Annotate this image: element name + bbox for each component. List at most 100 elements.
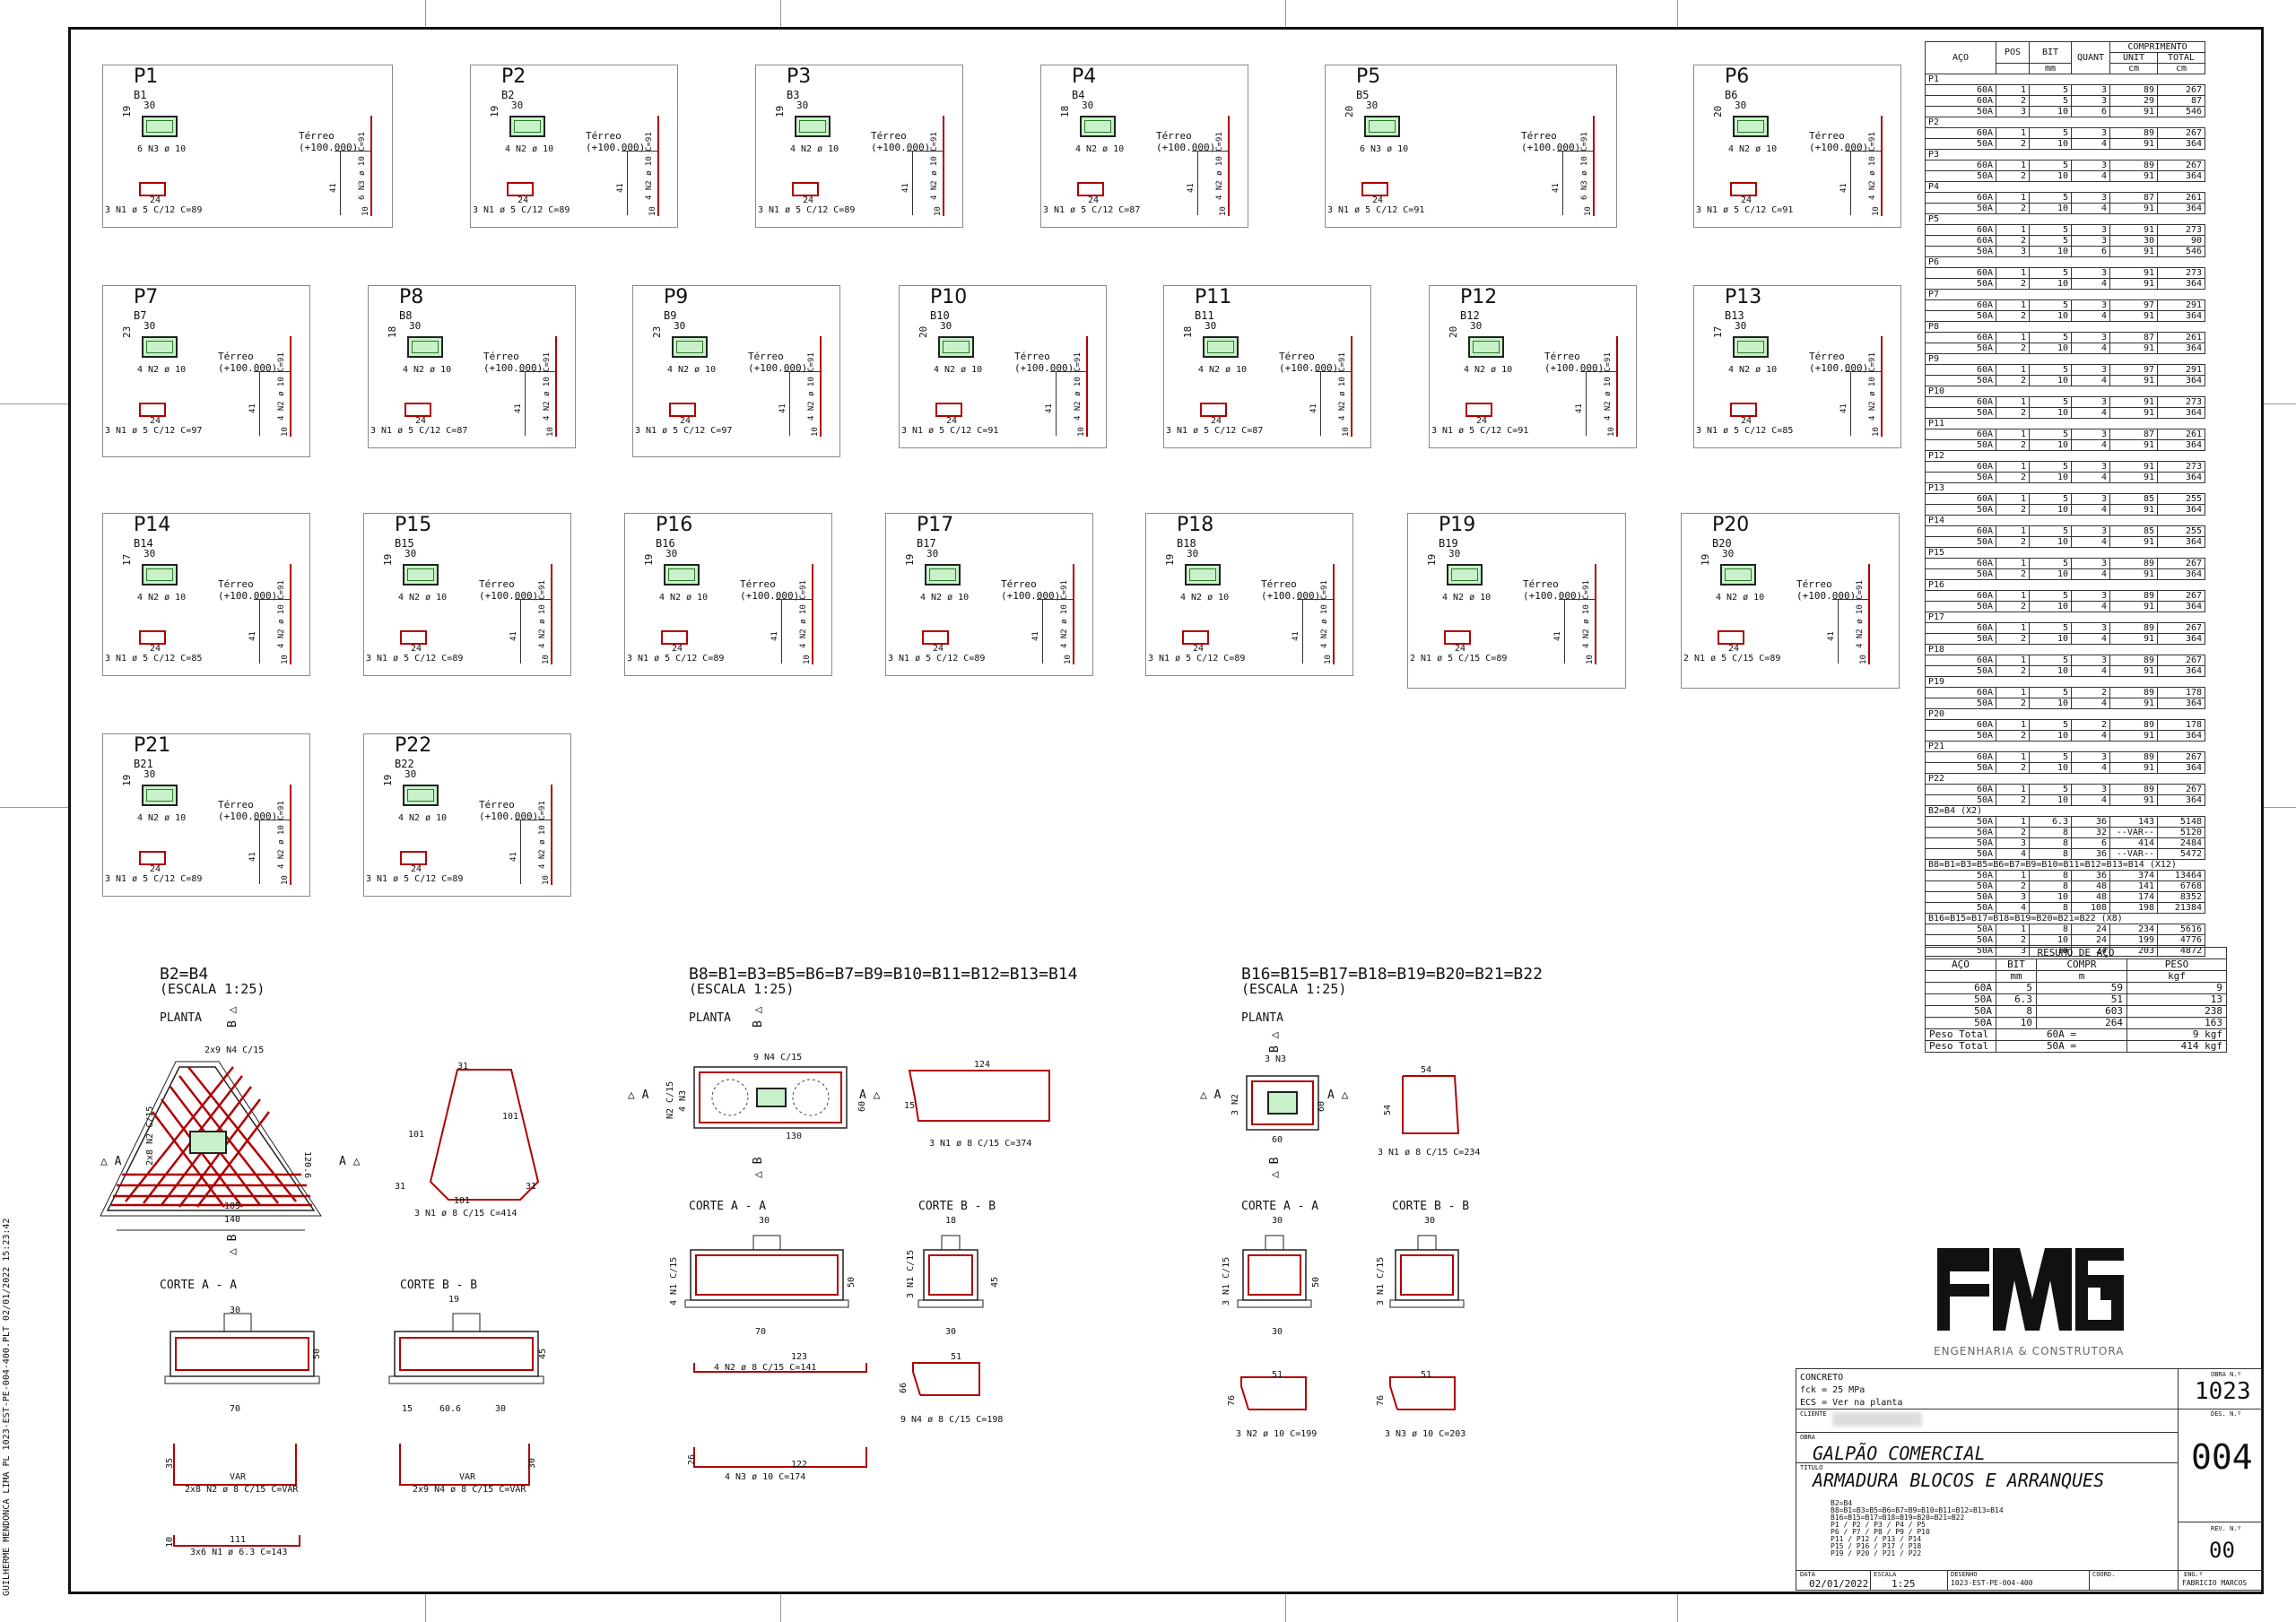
width-dim: 30 [1448,548,1461,559]
steel-cell: 1 [1996,784,2030,795]
steel-cell: 50A [1925,870,1996,881]
steel-cell: 2 [1996,665,2030,677]
steel-cell: 87 [2157,95,2205,107]
steel-cell: 5 [2029,396,2072,408]
steel-cell: 91 [2109,138,2158,150]
steel-cell: 10 [2029,106,2072,117]
b16-stirrup-shape [1402,1075,1460,1134]
pillar-title: P1 [134,65,159,88]
steel-cell: 60A [1925,525,1996,537]
stirrup-spec: 3 N1 ø 5 C/12 C=87 [370,426,468,436]
steel-cell: 108 [2071,902,2110,914]
longitudinal-bars: 4 N2 ø 10 [920,593,970,603]
steel-cell: 1 [1996,525,2030,537]
b16-label: 3 N3 [1265,1054,1287,1064]
steel-cell: 174 [2109,891,2158,903]
stirrup-shape [669,403,696,417]
level-label: Térreo(+100.000) [218,799,278,822]
steel-cell: 50A [1925,536,1996,548]
longitudinal-bars: 4 N2 ø 10 [659,593,709,603]
steel-cell: 261 [2157,332,2205,343]
stirrup-shape [400,630,427,645]
steel-cell: 6 [2071,246,2110,257]
width-dim: 30 [1187,548,1199,559]
b8-label: 4 N2 ø 8 C/15 C=141 [714,1363,817,1373]
b2-label: 101 [454,1196,471,1206]
steel-group-name: P4 [1925,181,2205,193]
steel-cell: 5 [2029,622,2072,634]
steel-cell: 4 [2071,568,2110,580]
foot-dim: 10 [1342,427,1351,437]
steel-cell: 6768 [2157,880,2205,892]
stirrup-shape [1730,403,1757,417]
steel-cell: 36 [2071,870,2110,881]
steel-group-header: P11 [1925,418,2205,429]
starter-bar-label: 4 N2 ø 10 C=91 [1338,352,1347,421]
steel-group-header: P8 [1925,321,2205,333]
steel-cell: 5 [2029,525,2072,537]
level-label: Térreo(+100.000) [1521,130,1581,153]
steel-cell: 36 [2071,848,2110,860]
steel-cell: 178 [2157,687,2205,698]
steel-cell: 255 [2157,493,2205,505]
total-steel: 60A = [1996,1028,2127,1041]
steel-cell: 8 [2029,837,2072,849]
stirrup-shape [139,630,166,645]
steel-cell: 178 [2157,719,2205,731]
steel-cell: 4 [2071,633,2110,645]
b16-label: 3 N3 ø 10 C=203 [1385,1429,1466,1439]
steel-cell: 5 [2029,429,2072,440]
starter-bar-label: 4 N2 ø 10 C=91 [277,801,286,869]
steel-cell: 91 [2109,278,2158,290]
steel-group-header: P13 [1925,482,2205,494]
steel-cell: 3 [2071,332,2110,343]
steel-cell: 50A [1925,730,1996,742]
steel-cell: 291 [2157,299,2205,311]
pillar-section [1185,564,1221,585]
steel-cell: 5120 [2157,827,2205,838]
steel-cell: 3 [1996,246,2030,257]
pillar-title: P19 [1439,514,1476,536]
b8-label: 130 [786,1132,803,1141]
stirrup-spec: 3 N1 ø 5 C/12 C=89 [758,205,856,215]
steel-cell: 5 [2029,84,2072,96]
steel-cell: 3 [2071,461,2110,473]
stirrup-spec: 3 N1 ø 5 C/12 C=89 [1148,654,1246,664]
steel-group-name: P14 [1925,515,2205,526]
b8-label: 26 [687,1453,697,1465]
steel-cell: 364 [2157,762,2205,774]
beam-name: B15 [395,537,414,550]
stirrup-dim: 24 [680,416,691,426]
steel-cell: 4 [2071,762,2110,774]
width-dim: 30 [409,320,422,332]
stirrup-dim: 24 [1741,195,1752,205]
embed-dim: 41 [509,852,518,862]
steel-group-name: P21 [1925,741,2205,752]
b8-label: 4 N1 C/15 [669,1256,679,1305]
steel-col-aco: AÇO [1925,41,1996,74]
starter-bar [1073,564,1074,664]
longitudinal-bars: 4 N2 ø 10 [137,593,187,603]
steel-cell: 364 [2157,138,2205,150]
steel-cell: 5 [2029,95,2072,107]
steel-cell: 91 [2109,396,2158,408]
steel-cell: 87 [2109,429,2158,440]
steel-cell: 1 [1996,299,2030,311]
b2-label: 120.6 [302,1151,312,1179]
b16-label: 30 [1272,1327,1283,1337]
width-dim: 30 [1366,100,1378,111]
b2-label: 3x6 N1 ø 6.3 C=143 [190,1548,288,1557]
stirrup-spec: 3 N1 ø 5 C/12 C=85 [1696,426,1794,436]
pillar-title: P7 [134,286,159,308]
